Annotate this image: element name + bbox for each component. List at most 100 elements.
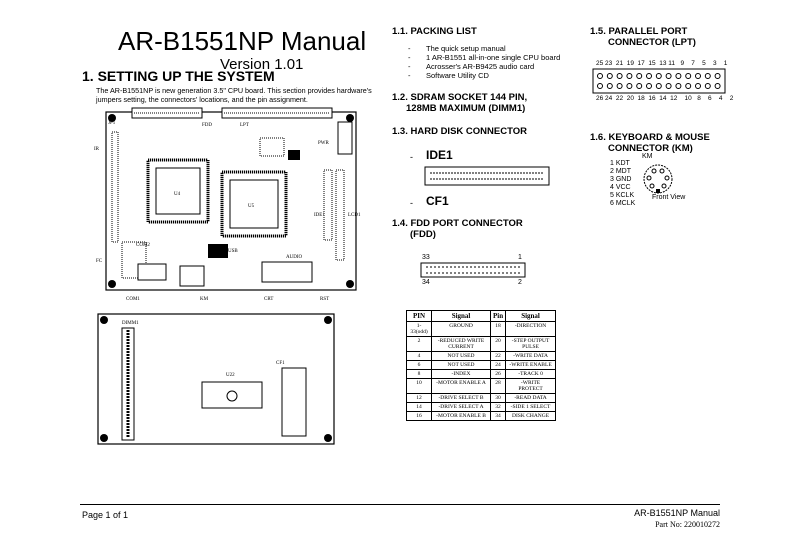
lpt-pin-dot [646, 73, 652, 79]
table-cell: 2 [405, 336, 433, 352]
lpt-connector-diagram [592, 68, 726, 94]
table-header: Signal [505, 310, 556, 322]
km-pin: 4 VCC [610, 184, 631, 191]
lpt-pin-dot [695, 83, 701, 89]
u22-board-label: U22 [226, 373, 235, 378]
lpt-pin-dot [675, 83, 682, 89]
packing-heading: 1.1. PACKING LIST [392, 26, 477, 37]
cf-dash: - [410, 198, 413, 208]
table-cell: 28 [489, 378, 507, 394]
table-cell: 8 [405, 369, 433, 379]
fc-board-label: FC [96, 259, 103, 264]
lpt-top-pins: 25 23 21 19 17 15 13 11 9 7 5 3 1 [596, 60, 728, 67]
table-cell: GROUND [431, 321, 491, 337]
lpt-board-label: LPT [240, 123, 249, 128]
packing-item: Software Utility CD [408, 71, 560, 80]
table-cell: -TRACK 0 [505, 369, 556, 379]
packing-list: The quick setup manual 1 AR-B1551 all-in… [408, 44, 560, 80]
table-cell: -WRITE PROTECT [505, 378, 556, 394]
packing-item: Acrosser's AR-B9425 audio card [408, 62, 560, 71]
ide-board-label: IDE1 [314, 213, 325, 218]
lpt-pin-dot [685, 83, 692, 89]
audio-board-label: AUDIO [286, 255, 302, 260]
section-heading: 1. SETTING UP THE SYSTEM [82, 68, 275, 84]
table-cell: 24 [489, 360, 507, 370]
packing-item: 1 AR-B1551 all-in-one single CPU board [408, 53, 560, 62]
table-cell: 10 [405, 378, 433, 394]
table-cell: -DRIVE SELECT A [431, 402, 491, 412]
km-pin: 3 GND [610, 176, 632, 183]
lpt-pin-dot [626, 83, 633, 89]
fdd-pin-34: 34 [422, 279, 430, 286]
lpt-heading-line2: CONNECTOR (LPT) [608, 37, 696, 48]
lpt-pin-dot [685, 73, 692, 79]
table-cell: -SIDE 1 SELECT [505, 402, 556, 412]
sdram-heading-line2: 128MB MAXIMUM (DIMM1) [406, 103, 526, 114]
table-cell: 4 [405, 351, 433, 361]
rst-board-label: RST [320, 297, 329, 302]
lpt-pin-dot [597, 83, 603, 89]
table-cell: 16 [405, 411, 433, 421]
km-pin: 2 MDT [610, 168, 631, 175]
ide-dash: - [410, 152, 413, 162]
table-cell: 6 [405, 360, 433, 370]
hdd-heading: 1.3. HARD DISK CONNECTOR [392, 126, 527, 137]
table-cell: 14 [405, 402, 433, 412]
table-header: Signal [431, 310, 491, 322]
lpt-pin-dot [636, 83, 643, 89]
lpt-pin-dot [636, 73, 643, 79]
lpt-pin-dot [597, 73, 603, 79]
table-cell: -INDEX [431, 369, 491, 379]
km-board-label: KM [200, 297, 209, 302]
km-front-view: Front View [652, 194, 686, 201]
lpt-pin-dot [714, 83, 721, 89]
u5-board-label: U5 [248, 204, 255, 209]
lpt-pin-dot [655, 73, 662, 79]
lpt-bottom-pins: 26 24 22 20 18 16 14 12 10 8 6 4 2 [596, 95, 734, 102]
table-cell: -STEP OUTPUT PULSE [505, 336, 556, 352]
table-cell: 1-33(odd) [405, 321, 433, 337]
table-cell: -REDUCED WRITE CURRENT [431, 336, 491, 352]
lpt-pin-dot [665, 83, 672, 89]
lpt-pin-dot [665, 73, 672, 79]
fdd-connector-diagram [420, 262, 526, 278]
table-cell: 12 [405, 393, 433, 403]
fdd-board-label: FDD [202, 123, 212, 128]
lpt-pin-dot [695, 73, 701, 79]
table-cell: 32 [489, 402, 507, 412]
lpt-pin-dot [675, 73, 682, 79]
km-heading-line2: CONNECTOR (KM) [608, 143, 693, 154]
table-cell: 22 [489, 351, 507, 361]
board-top-diagram: FDD LPT JP1 IR U4 U5 PWR IDE1 LCD1 FC CO… [94, 107, 361, 302]
pwr-board-label: PWR [318, 141, 330, 146]
km-pin: 1 KDT [610, 160, 630, 167]
table-cell: -READ DATA [505, 393, 556, 403]
table-cell: 20 [489, 336, 507, 352]
table-cell: NOT USED [431, 351, 491, 361]
fdd-heading-line1: 1.4. FDD PORT CONNECTOR [392, 218, 523, 229]
table-cell: DISK CHANGE [505, 411, 556, 421]
km-pin: 6 MCLK [610, 200, 636, 207]
fdd-heading: 1.4. FDD PORT CONNECTOR (FDD) [392, 218, 523, 240]
table-cell: NOT USED [431, 360, 491, 370]
dimm-board-label: DIMM1 [122, 321, 139, 326]
lpt-pin-dot [646, 83, 652, 89]
lpt-pin-dot [655, 83, 662, 89]
fdd-pin-33: 33 [422, 254, 430, 261]
lpt-heading: 1.5. PARALLEL PORT CONNECTOR (LPT) [590, 26, 696, 48]
crt-board-label: CRT [264, 297, 273, 302]
fdd-heading-line2: (FDD) [410, 229, 436, 240]
com1-board-label: COM1 [126, 297, 140, 302]
table-cell: -DIRECTION [505, 321, 556, 337]
fdd-pin-2: 2 [518, 279, 522, 286]
table-cell: -DRIVE SELECT B [431, 393, 491, 403]
ir-board-label: IR [94, 147, 100, 152]
cf1-board-label: CF1 [276, 361, 285, 366]
u4-board-label: U4 [174, 192, 181, 197]
